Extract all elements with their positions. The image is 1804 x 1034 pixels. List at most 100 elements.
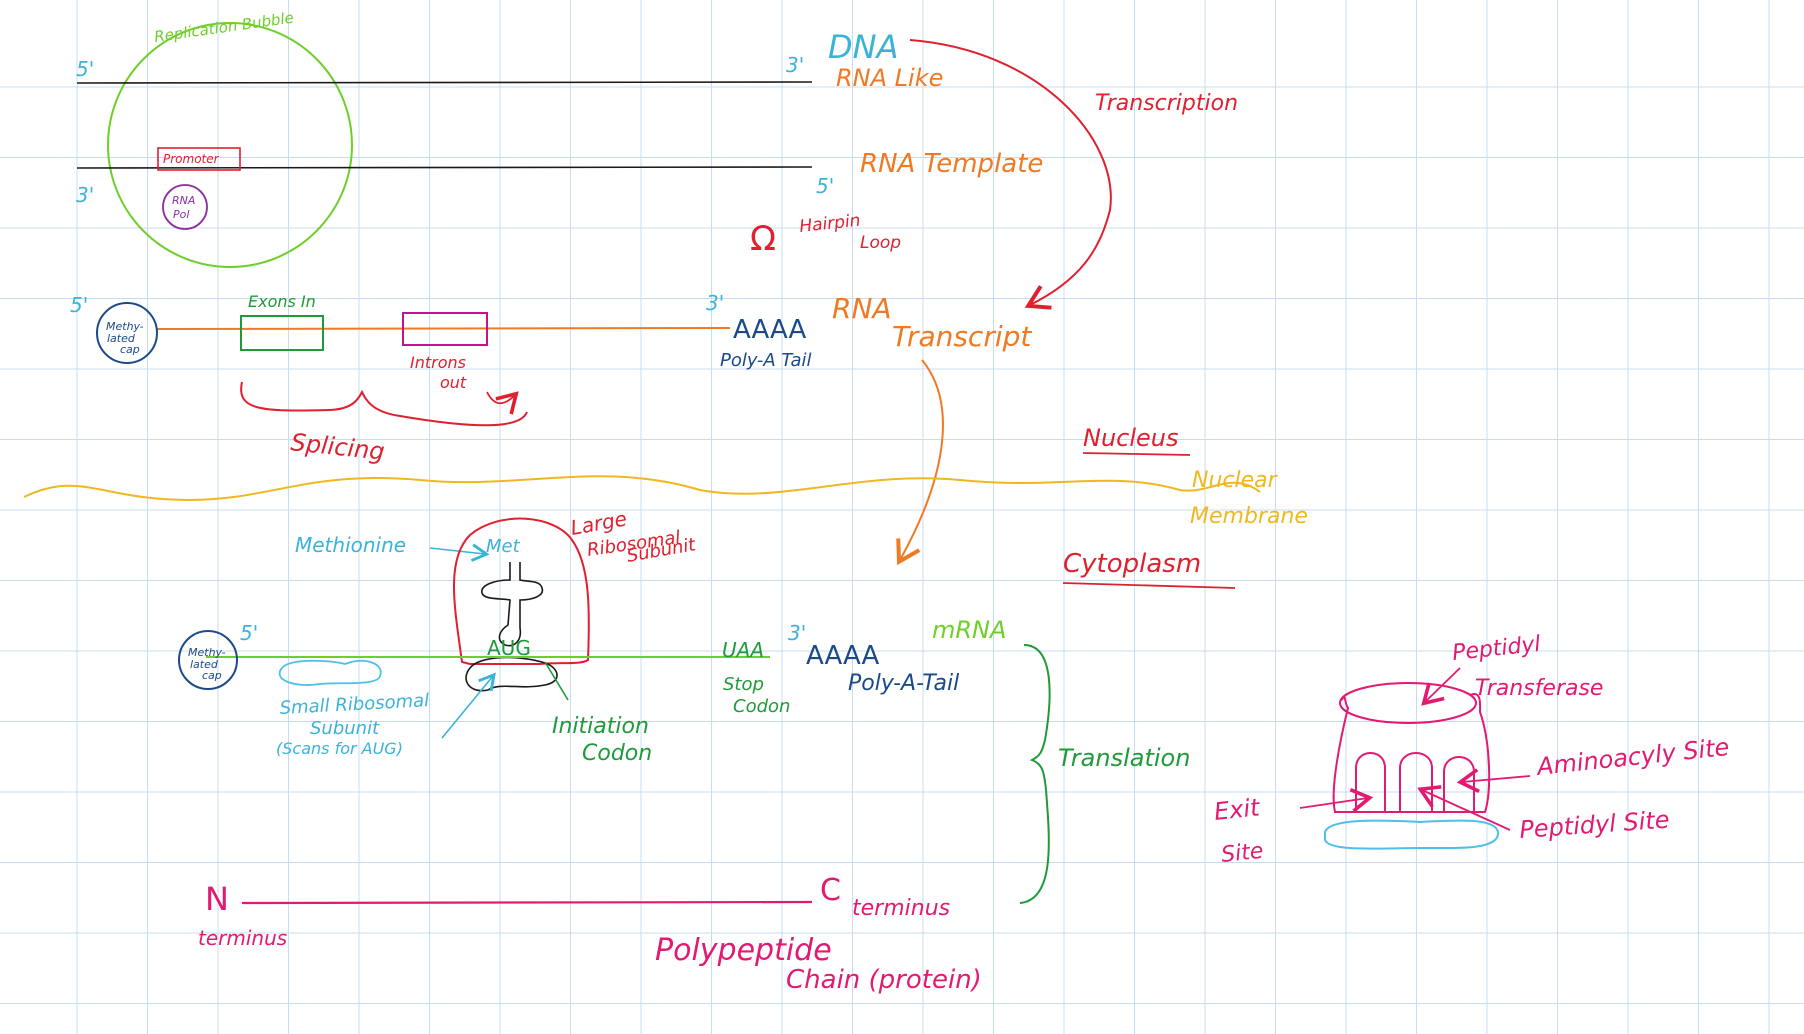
- splicing-brace: [240, 381, 528, 427]
- splicing-label: Splicing: [289, 428, 386, 466]
- exons-in-label: Exons In: [248, 292, 316, 311]
- aaaa-mrna: AAAA: [806, 641, 880, 671]
- small-subunit-arrow: [441, 672, 496, 739]
- membrane-section: Nuclear Membrane Nucleus Cytoplasm: [23, 424, 1308, 589]
- mrna-label: mRNA: [932, 616, 1006, 644]
- replication-bubble-circle: [107, 22, 353, 268]
- aminoacyl-site-label: Aminoacyly Site: [1534, 733, 1731, 781]
- cytoplasm-underline: [1062, 582, 1236, 589]
- introns-label-1: Introns: [410, 353, 466, 372]
- dna-top-strand: [76, 81, 813, 84]
- translation-brace: [1019, 644, 1051, 904]
- initiation-codon-label-1: Initiation: [552, 714, 649, 739]
- small-ribosomal-subunit: [278, 659, 382, 686]
- aminoacyl-tunnel: [1443, 756, 1475, 812]
- five-prime-transcript: 5': [70, 293, 88, 317]
- peptidyl-transferase-label-1: Peptidyl: [1451, 632, 1542, 666]
- poly-a-tail-mrna: Poly-A-Tail: [848, 671, 959, 696]
- stop-codon-label-2: Codon: [733, 696, 790, 717]
- to-cytoplasm-arrow: [896, 359, 944, 566]
- exit-tunnel: [1355, 752, 1386, 812]
- polypeptide-label-1: Polypeptide: [655, 933, 832, 968]
- rna-template-label: RNA Template: [860, 149, 1043, 179]
- cap2-label-3: cap: [202, 669, 222, 682]
- small-subunit-under-aug: [465, 656, 558, 692]
- polypeptide-chain-line: [241, 900, 813, 905]
- uaa-label: UAA: [722, 638, 764, 662]
- methionine-arrow: [429, 543, 490, 562]
- polypeptide-label-2: Chain (protein): [786, 965, 982, 995]
- promoter-label: Promoter: [163, 152, 220, 166]
- exon-box: [240, 315, 324, 351]
- cap1-label-3: cap: [120, 343, 140, 356]
- five-prime-bottom-right: 5': [816, 174, 834, 198]
- ribosome-top: [1339, 682, 1477, 724]
- five-prime-mrna: 5': [240, 621, 258, 645]
- c-terminus-label: terminus: [852, 896, 950, 921]
- peptidyl-tunnel: [1399, 752, 1433, 812]
- exit-site-label-2: Site: [1220, 839, 1265, 868]
- five-prime-top-left: 5': [76, 57, 94, 81]
- nuclear-membrane-label-1: Nuclear: [1192, 468, 1279, 493]
- dna-label: DNA: [828, 28, 898, 66]
- translation-section: Methionine Met AUG Large Ribosomal Subun…: [178, 506, 1190, 904]
- hairpin-label-1: Hairpin: [798, 211, 861, 237]
- dna-bottom-strand: [76, 166, 813, 169]
- met-label: Met: [486, 536, 521, 557]
- hairpin-symbol: Ω: [750, 219, 776, 259]
- nucleus-underline: [1082, 452, 1191, 456]
- transcription-label: Transcription: [1095, 91, 1238, 116]
- rna-transcript-line: [156, 327, 731, 330]
- rna-transcript-label-1: RNA: [832, 292, 892, 325]
- three-prime-transcript: 3': [706, 291, 724, 315]
- rna-like-label: RNA Like: [836, 64, 943, 92]
- large-ribosomal-subunit: [453, 517, 590, 665]
- polypeptide-section: N terminus C terminus Polypeptide Chain …: [198, 873, 982, 995]
- cytoplasm-label: Cytoplasm: [1063, 549, 1201, 579]
- transferase-arrow: [1421, 667, 1461, 706]
- ribosome-sites-section: Peptidyl Transferase Aminoacyly Site Exi…: [1213, 632, 1731, 868]
- rna-pol-label-1: RNA: [172, 194, 195, 207]
- aaaa-transcript: AAAA: [733, 315, 807, 345]
- initiation-codon-label-2: Codon: [582, 741, 652, 766]
- cap1-label-1: Methy-: [106, 320, 144, 333]
- ribosome-body: [1332, 693, 1491, 813]
- exit-site-label-1: Exit: [1213, 793, 1263, 826]
- replication-section: Replication Bubble 5' 3' 3' 5' Promoter …: [76, 9, 1238, 310]
- cap2-label-2: lated: [190, 658, 219, 671]
- nuclear-membrane-line: [23, 475, 1261, 502]
- rna-pol-label-2: Pol: [173, 208, 189, 221]
- aminoacyl-arrow: [1456, 768, 1531, 793]
- peptidyl-transferase-label-2: Transferase: [1475, 676, 1603, 701]
- three-prime-mrna: 3': [788, 621, 806, 645]
- three-prime-top-right: 3': [786, 53, 804, 77]
- n-label: N: [205, 880, 229, 918]
- n-terminus-label: terminus: [198, 926, 287, 950]
- small-subunit-label-2: Subunit: [310, 718, 380, 739]
- cap2-label-1: Methy-: [188, 646, 226, 659]
- small-subunit-label-3: (Scans for AUG): [276, 739, 403, 758]
- hairpin-label-2: Loop: [860, 233, 901, 253]
- nuclear-membrane-label-2: Membrane: [1190, 504, 1308, 529]
- peptidyl-site-arrow: [1417, 785, 1511, 831]
- promoter-box: [157, 147, 241, 171]
- peptidyl-site-label: Peptidyl Site: [1518, 806, 1670, 844]
- methionine-label: Methionine: [295, 533, 406, 557]
- exit-arrow: [1299, 788, 1374, 813]
- small-subunit-label-1: Small Ribosomal: [279, 690, 430, 719]
- rna-pol-circle: [162, 184, 208, 230]
- ribosome-base: [1324, 819, 1499, 850]
- trna-shape: [481, 562, 544, 647]
- introns-out-arrow: [486, 391, 519, 415]
- transcript-section: 5' Methy- lated cap Exons In Introns out…: [70, 291, 1032, 566]
- nucleus-label: Nucleus: [1083, 424, 1179, 452]
- translation-label: Translation: [1058, 744, 1190, 772]
- replication-bubble-label: Replication Bubble: [153, 9, 295, 46]
- c-label: C: [820, 873, 841, 908]
- initiation-codon-pointer: [544, 661, 569, 701]
- rna-transcript-label-2: Transcript: [892, 320, 1032, 353]
- cap1-label-2: lated: [107, 332, 136, 345]
- stop-codon-label-1: Stop: [723, 674, 764, 695]
